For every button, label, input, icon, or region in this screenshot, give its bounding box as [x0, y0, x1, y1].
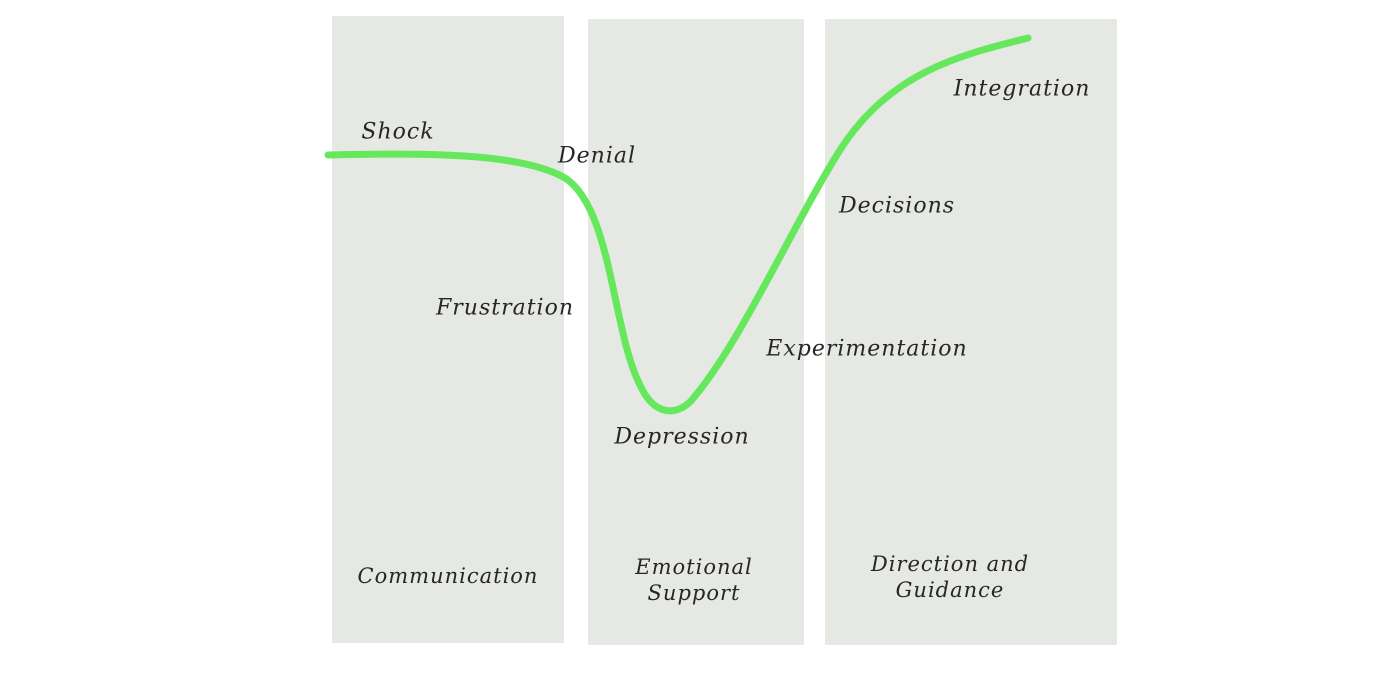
phase-label-line: Direction and	[870, 551, 1030, 576]
phase-panel-direction-and-guidance	[825, 19, 1117, 645]
stage-label-integration: Integration	[953, 76, 1091, 102]
phase-panel-communication	[332, 16, 564, 643]
stage-label-denial: Denial	[557, 143, 637, 169]
phase-label-emotional-support: Emotional Support	[635, 554, 752, 607]
phase-label-line: Support	[647, 581, 741, 605]
stage-label-decisions: Decisions	[838, 193, 956, 219]
stage-label-depression: Depression	[614, 424, 750, 450]
phase-label-line: Guidance	[895, 578, 1005, 602]
change-curve-line	[324, 34, 1032, 415]
phase-label-communication: Communication	[358, 563, 539, 589]
phase-label-direction-and-guidance: Direction and Guidance	[871, 551, 1029, 604]
stage-label-experimentation: Experimentation	[766, 336, 968, 362]
phase-label-line: Emotional	[635, 554, 753, 579]
stage-label-shock: Shock	[361, 119, 435, 145]
phase-label-line: Communication	[357, 563, 539, 588]
stage-label-frustration: Frustration	[435, 295, 575, 321]
